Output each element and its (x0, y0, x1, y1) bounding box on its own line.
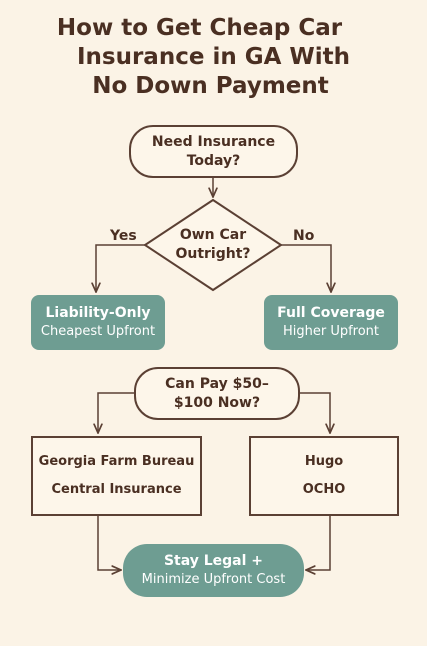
left-option-2: Central Insurance (51, 482, 182, 497)
pay-line-1: Can Pay $50– (165, 375, 269, 392)
title-line-1: How to Get Cheap Car (56, 15, 343, 41)
decision-diamond (143, 198, 283, 292)
connector-no-branch (281, 244, 331, 292)
yes-label: Yes (110, 228, 137, 244)
start-line-1: Need Insurance (151, 133, 276, 150)
start-line-2: Today? (186, 152, 241, 169)
right-option-2: OCHO (302, 482, 346, 497)
decision-line-1: Own Car (179, 227, 247, 243)
title-line-2: Insurance in GA With (76, 44, 351, 70)
left-options-box: Georgia Farm Bureau Central Insurance (31, 436, 202, 516)
decision-text: Own Car Outright? (163, 226, 263, 264)
liability-subtitle: Cheapest Upfront (40, 324, 156, 339)
connector-right-to-final (306, 516, 331, 570)
connector-left-to-final (97, 516, 121, 570)
final-outcome-node: Stay Legal + Minimize Upfront Cost (123, 544, 304, 597)
pay-line-2: $100 Now? (173, 394, 261, 411)
connector-pay-right (298, 392, 330, 433)
liability-only-box: Liability-Only Cheapest Upfront (31, 295, 165, 350)
liability-title: Liability-Only (45, 305, 151, 321)
page-title: How to Get Cheap Car Insurance in GA Wit… (0, 14, 427, 101)
full-coverage-title: Full Coverage (277, 305, 385, 321)
final-line-1: Stay Legal + (163, 553, 264, 569)
full-coverage-subtitle: Higher Upfront (282, 324, 380, 339)
final-line-2: Minimize Upfront Cost (141, 572, 286, 587)
start-node: Need Insurance Today? (129, 125, 298, 178)
right-option-1: Hugo (304, 454, 344, 469)
left-option-1: Georgia Farm Bureau (38, 454, 195, 469)
no-label: No (293, 228, 315, 244)
title-line-3: No Down Payment (92, 73, 329, 99)
connector-pay-left (98, 392, 136, 433)
full-coverage-box: Full Coverage Higher Upfront (264, 295, 398, 350)
decision-line-2: Outright? (175, 246, 251, 262)
right-options-box: Hugo OCHO (249, 436, 399, 516)
pay-decision-node: Can Pay $50– $100 Now? (134, 367, 300, 420)
connector-yes-branch (96, 244, 145, 292)
